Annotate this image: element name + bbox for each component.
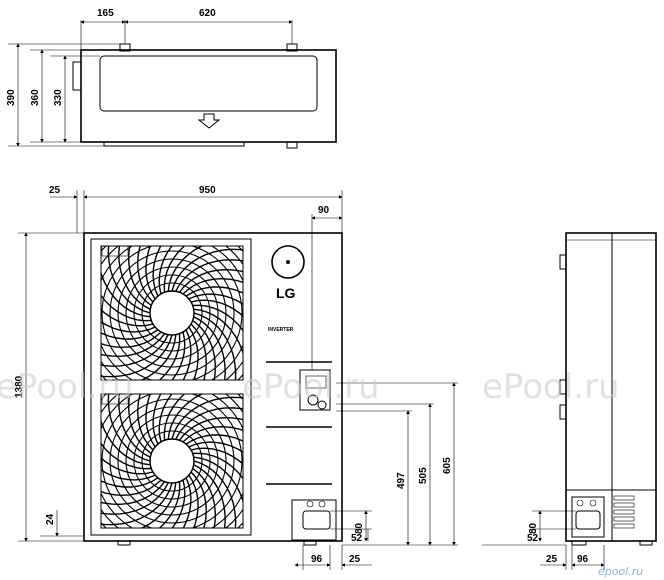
dim-96-front: 96 [311,554,323,565]
top-view-base [103,141,245,147]
inverter-label: INVERTER [268,327,294,333]
brand-label: LG [276,285,296,301]
dim-497: 497 [396,472,407,489]
drain-box [291,499,337,541]
dim-1380: 1380 [14,375,25,398]
front-view: LG INVERTER 25 950 90 1380 [14,185,458,570]
dim-330: 330 [53,89,64,106]
dim-25-top: 25 [49,185,61,196]
dim-390: 390 [6,89,17,106]
dim-360: 360 [30,89,41,106]
dim-165: 165 [97,8,114,19]
dim-505: 505 [418,467,429,484]
top-view-handle [72,61,82,91]
dim-24: 24 [45,513,56,525]
fan-panel [90,238,252,536]
dim-52-side: 52 [527,533,539,544]
upper-fan-grill-icon [101,246,243,380]
watermark-center: ePool.ru [242,367,380,407]
watermark-left: ePool.ru [0,367,134,407]
side-view: 80 52 25 96 [482,232,657,570]
dim-25-front-bottom: 25 [349,554,361,565]
dim-25-side: 25 [546,554,558,565]
watermark-right: ePool.ru [482,367,620,407]
top-view: 165 620 390 360 330 [6,8,337,149]
lower-fan-grill-icon [101,394,243,528]
dim-90: 90 [318,205,330,216]
side-drain-box [571,496,605,538]
dim-620: 620 [199,8,216,19]
service-valves [299,369,331,411]
upper-fan-hub [149,290,195,336]
dim-80-front: 80 [354,522,365,534]
air-outlet-arrow-icon [197,113,221,129]
front-view-body [83,232,343,542]
lg-logo-icon [271,245,305,279]
lower-fan-hub [149,438,195,484]
top-view-panel [99,55,318,112]
dim-96-side: 96 [577,554,589,565]
dim-80-side: 80 [528,522,539,534]
dim-52-front: 52 [351,533,363,544]
corner-watermark: epool.ru [598,565,643,578]
dim-605: 605 [442,457,453,474]
dim-950: 950 [199,185,216,196]
